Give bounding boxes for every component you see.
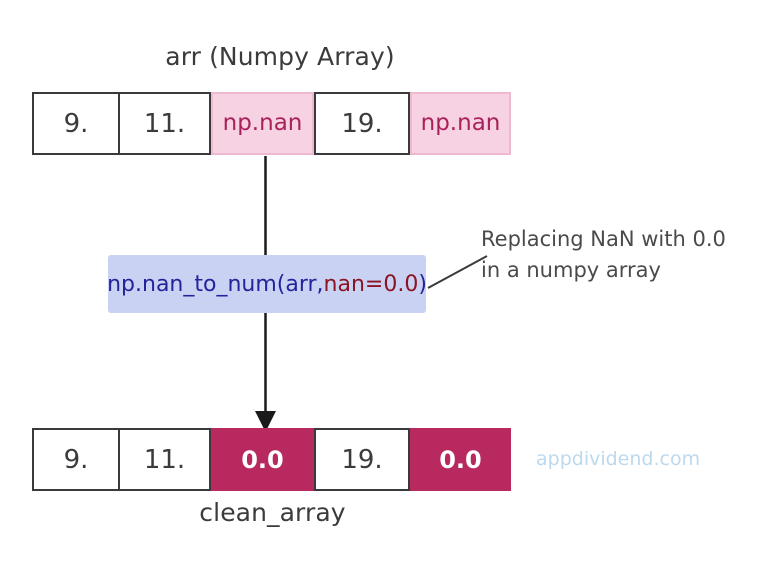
array-top-label: arr (Numpy Array) (165, 42, 395, 71)
array-top-cell-0: 9. (32, 92, 120, 155)
array-top: 9. 11. np.nan 19. np.nan (32, 92, 511, 155)
array-top-cell-3: 19. (314, 92, 410, 155)
annotation-text: Replacing NaN with 0.0 in a numpy array (481, 224, 761, 286)
watermark: appdividend.com (536, 448, 701, 470)
array-bottom-cell-3: 19. (314, 428, 410, 491)
array-top-cell-4: np.nan (410, 92, 511, 155)
array-bottom-cell-4: 0.0 (410, 428, 511, 491)
array-top-cell-2: np.nan (211, 92, 314, 155)
annotation-leader-line (427, 255, 488, 289)
array-bottom-cell-0: 9. (32, 428, 120, 491)
array-bottom-cell-1: 11. (118, 428, 211, 491)
function-call-box: np.nan_to_num(arr, nan=0.0) (107, 255, 427, 313)
function-call-prefix: np.nan_to_num(arr, (107, 271, 324, 297)
array-bottom-label: clean_array (199, 498, 346, 527)
array-bottom: 9. 11. 0.0 19. 0.0 (32, 428, 511, 491)
annotation-line-1: Replacing NaN with 0.0 (481, 227, 726, 251)
array-top-cell-1: 11. (118, 92, 211, 155)
function-call-argument: nan=0.0 (323, 271, 419, 297)
array-bottom-cell-2: 0.0 (211, 428, 314, 491)
annotation-line-2: in a numpy array (481, 258, 661, 282)
function-call-suffix: ) (418, 271, 427, 297)
